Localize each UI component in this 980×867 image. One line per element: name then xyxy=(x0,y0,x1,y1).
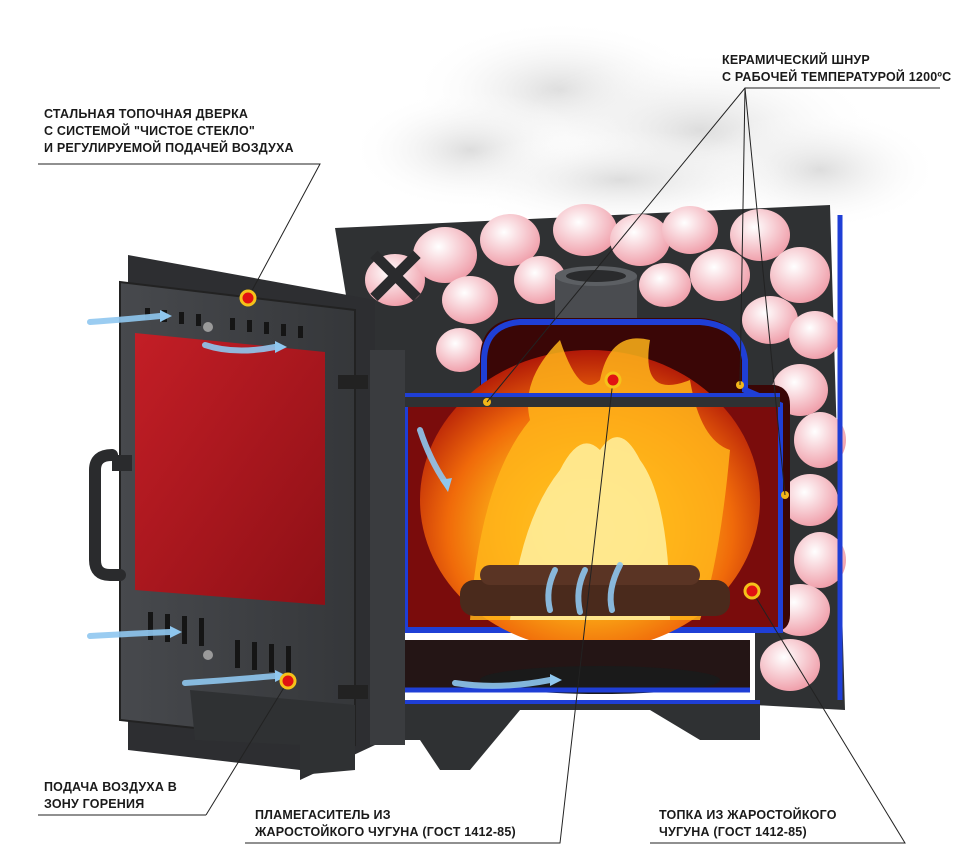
air-flow-arrows xyxy=(87,313,623,689)
air-arrow-heads xyxy=(160,310,562,686)
door-glass xyxy=(135,333,325,605)
leader-lines xyxy=(38,87,940,844)
firewood-logs xyxy=(460,565,730,616)
callout-ceramic-cord: КЕРАМИЧЕСКИЙ ШНУР С РАБОЧЕЙ ТЕМПЕРАТУРОЙ… xyxy=(722,52,951,86)
smoke-cloud xyxy=(350,20,940,230)
callout-cord-line2: С РАБОЧЕЙ ТЕМПЕРАТУРОЙ 1200ºС xyxy=(722,70,952,84)
callout-door-line2: С СИСТЕМОЙ "ЧИСТОЕ СТЕКЛО" xyxy=(44,124,255,138)
callout-firebox-line2: ЧУГУНА (ГОСТ 1412-85) xyxy=(659,825,807,839)
callout-flame-line1: ПЛАМЕГАСИТЕЛЬ ИЗ xyxy=(255,808,391,822)
flue-collar xyxy=(555,266,637,320)
bottom-air-vents xyxy=(148,612,291,674)
callout-door-line1: СТАЛЬНАЯ ТОПОЧНАЯ ДВЕРКА xyxy=(44,107,249,121)
callout-firebox: ТОПКА ИЗ ЖАРОСТОЙКОГО ЧУГУНА (ГОСТ 1412-… xyxy=(659,807,837,841)
callout-air-supply: ПОДАЧА ВОЗДУХА В ЗОНУ ГОРЕНИЯ xyxy=(44,779,177,813)
callout-air-line2: ЗОНУ ГОРЕНИЯ xyxy=(44,797,145,811)
sauna-stones xyxy=(365,204,846,691)
firebox-cutaway xyxy=(375,318,790,770)
callout-air-line1: ПОДАЧА ВОЗДУХА В xyxy=(44,780,177,794)
callout-cord-line1: КЕРАМИЧЕСКИЙ ШНУР xyxy=(722,53,870,67)
door-handle-icon xyxy=(89,449,126,581)
callout-flame-line2: ЖАРОСТОЙКОГО ЧУГУНА (ГОСТ 1412-85) xyxy=(255,825,516,839)
callout-firebox-line1: ТОПКА ИЗ ЖАРОСТОЙКОГО xyxy=(659,808,837,822)
callout-door-line3: И РЕГУЛИРУЕМОЙ ПОДАЧЕЙ ВОЗДУХА xyxy=(44,141,294,155)
firebox-door xyxy=(89,280,368,775)
callout-flame-damper: ПЛАМЕГАСИТЕЛЬ ИЗ ЖАРОСТОЙКОГО ЧУГУНА (ГО… xyxy=(255,807,516,841)
callout-door: СТАЛЬНАЯ ТОПОЧНАЯ ДВЕРКА С СИСТЕМОЙ "ЧИС… xyxy=(44,106,294,157)
callout-markers xyxy=(239,289,761,690)
